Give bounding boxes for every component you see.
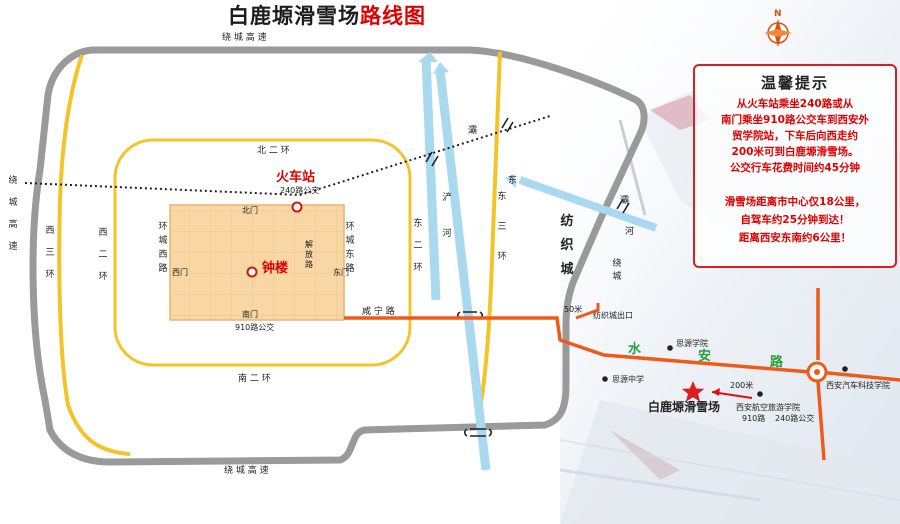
- tip-line: 从火车站乘坐240路或从: [736, 98, 854, 110]
- train-station-marker: [291, 201, 303, 213]
- south-gate-label: 南门: [242, 310, 258, 319]
- second-ring: [113, 138, 412, 367]
- ring-left-label: 绕城高速: [8, 176, 18, 252]
- distance-50m-label: 50米: [564, 305, 583, 314]
- distance-200m-label: 200米: [730, 381, 754, 390]
- chanhe-label: 浐河: [442, 193, 452, 239]
- tip-line: 滑雪场距离市中心仅18公里，: [724, 196, 866, 208]
- auto-college-label: 西安汽车科技学院: [826, 381, 890, 390]
- ring-expressway: [29, 46, 648, 466]
- auto-college-dot: [842, 366, 848, 372]
- tips-heading: 温馨提示: [760, 74, 829, 92]
- tip-line: 南门乘坐910路公交车到西安外: [721, 114, 869, 126]
- shuian-road-label-1: 水: [628, 342, 642, 357]
- ring-road-west-label: 环城西路: [158, 222, 168, 274]
- shuian-road-label-2: 安: [698, 349, 712, 364]
- siyuan-college-dot: [667, 345, 673, 351]
- east-third-ring: [476, 51, 502, 421]
- ski-resort-label: 白鹿塬滑雪场: [648, 400, 721, 414]
- north-gate-label: 北门: [242, 206, 258, 215]
- ring-bottom-label: 绕 城 高 速: [224, 466, 269, 476]
- bus-240-label: 240路公交: [280, 186, 320, 195]
- east-second-ring-label: 东二环: [413, 219, 423, 273]
- aviation-college-dot: [757, 391, 763, 397]
- south-second-ring-label: 南 二 环: [238, 374, 271, 384]
- bell-tower-marker: [246, 266, 258, 278]
- siyuan-middle-label: 思源中学: [612, 375, 644, 384]
- shuian-road-label-3: 路: [770, 355, 784, 370]
- fangzhicheng-label: 纺织城: [560, 214, 574, 277]
- compass-label: N: [774, 9, 782, 19]
- west-third-ring-label: 西三环: [45, 226, 55, 280]
- east-third-ring-label: 东三环: [497, 192, 507, 262]
- chanhe-river: [421, 57, 441, 301]
- bahe-east-river: [518, 176, 658, 232]
- bell-tower-label: 钟楼: [262, 261, 289, 276]
- east-gate-label: 东门: [333, 268, 349, 277]
- aviation-college-label: 西安航空旅游学院: [736, 403, 800, 412]
- title-main: 白鹿塬滑雪场: [228, 4, 360, 28]
- west-third-ring: [57, 54, 131, 456]
- tip-line: 公交行车花费时间约45分钟: [729, 162, 861, 174]
- bahe-river: [435, 69, 491, 471]
- tip-line: 自驾车约25分钟到达！: [740, 214, 850, 226]
- tip-line: 距离西安东南约6公里！: [738, 232, 852, 244]
- ring-top-label: 绕 城 高 速: [222, 33, 267, 43]
- ring-road-east-label: 环城东路: [345, 222, 355, 274]
- fangzhicheng-exit-label: 纺织城出口: [593, 311, 633, 320]
- tip-line: 200米可到白鹿塬滑雪场。: [731, 146, 859, 158]
- east-label: 东: [508, 176, 518, 186]
- city-wall-area: [169, 204, 345, 321]
- compass-icon: [764, 19, 792, 47]
- title-highlight: 路线图: [360, 4, 426, 28]
- north-second-ring-label: 北 二 环: [257, 146, 290, 156]
- xianning-road-label: 咸 宁 路: [362, 307, 395, 317]
- page-title: 白鹿塬滑雪场路线图: [228, 0, 426, 30]
- route-east-link: [575, 303, 600, 320]
- west-gate-label: 西门: [172, 268, 188, 277]
- bahe-east-label: 灞: [620, 196, 630, 206]
- bus-910-label: 910路公交: [235, 323, 275, 332]
- bahe-east-he-label: 河: [625, 227, 635, 237]
- siyuan-middle-dot: [602, 376, 608, 382]
- railway: [24, 115, 551, 197]
- bus-240-short-label: 240路公交: [775, 414, 815, 423]
- west-second-ring-label: 西二环: [98, 228, 108, 282]
- ski-resort-star: [681, 381, 705, 402]
- ring-east-label: 绕城: [612, 259, 622, 282]
- bus-910-short-label: 910路: [742, 414, 766, 423]
- jiefang-road-label: 解放路: [305, 240, 313, 269]
- route-highway: [344, 316, 811, 374]
- bahe-label-1: 灞: [468, 126, 478, 136]
- tip-line: 贸学院站，下车后向西走约: [732, 130, 858, 142]
- siyuan-college-label: 思源学院: [676, 339, 708, 348]
- train-station-label: 火车站: [276, 170, 316, 185]
- tips-box: 温馨提示 从火车站乘坐240路或从 南门乘坐910路公交车到西安外 贸学院站，下…: [693, 64, 897, 268]
